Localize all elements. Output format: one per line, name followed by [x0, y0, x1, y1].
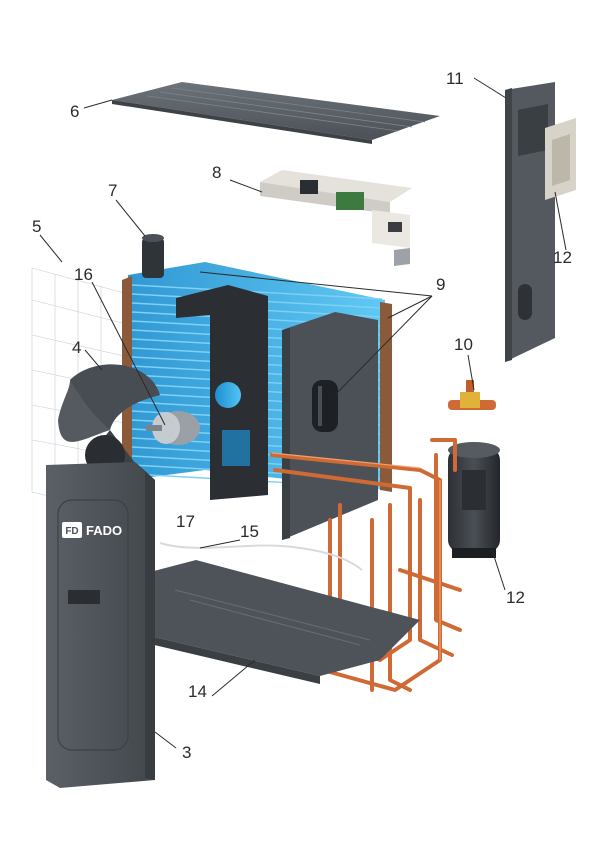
- callout-label-9: 9: [436, 275, 445, 294]
- sensor-tube: [142, 234, 164, 278]
- callout-label-11: 11: [446, 69, 464, 88]
- callout-label-10: 10: [454, 335, 473, 354]
- base-tray: [150, 560, 420, 684]
- fan-motor: [146, 411, 200, 445]
- callout-label-14: 14: [188, 682, 207, 701]
- callout-label-8: 8: [212, 163, 221, 182]
- callout-label-5: 5: [32, 217, 41, 236]
- brand-name: FADO: [86, 523, 122, 538]
- callout-labels: 3 4 5 6 7 8 9 10 11 12 12 14 15 16 17: [32, 69, 572, 762]
- callout-label-16: 16: [74, 265, 93, 284]
- brand-logo: FD FADO: [62, 522, 122, 538]
- callout-label-7: 7: [108, 181, 117, 200]
- drain-cable: [159, 542, 363, 571]
- callout-label-17: 17: [176, 512, 195, 531]
- four-way-valve: [448, 380, 496, 410]
- electrical-control-box: [260, 170, 412, 266]
- motor-support-bracket: [176, 285, 268, 500]
- callout-label-15: 15: [240, 522, 259, 541]
- callout-label-4: 4: [72, 338, 81, 357]
- callout-label-6: 6: [70, 102, 79, 121]
- side-handle: [545, 118, 576, 200]
- coil-fin-line: [131, 284, 383, 300]
- callout-label-12-lower: 12: [506, 588, 525, 607]
- leader-lines: [39, 77, 567, 749]
- compressor: [448, 442, 500, 558]
- accumulator: [312, 380, 338, 432]
- callout-label-12-upper: 12: [553, 248, 572, 267]
- brand-logo-mark: FD: [65, 526, 78, 537]
- callout-label-3: 3: [182, 743, 191, 762]
- top-cover: [112, 82, 440, 144]
- side-panel: [505, 82, 555, 362]
- front-panel: FD FADO: [46, 462, 155, 788]
